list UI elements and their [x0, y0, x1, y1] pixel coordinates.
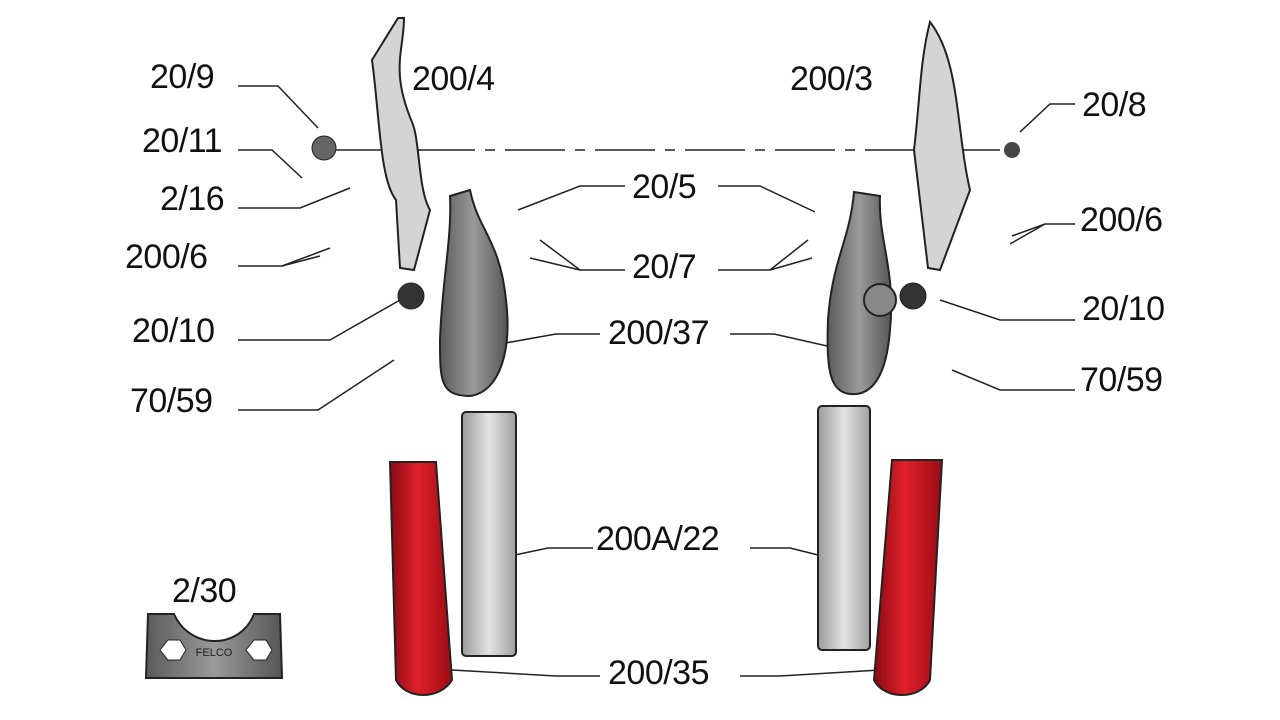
part-label-20-9: 20/9	[150, 58, 215, 96]
part-label-20-8: 20/8	[1082, 86, 1147, 124]
part-label-70-59-right: 70/59	[1080, 361, 1163, 399]
part-label-20-10-right: 20/10	[1082, 290, 1165, 328]
part-label-200a-22: 200A/22	[596, 520, 720, 558]
svg-text:FELCO: FELCO	[196, 647, 233, 659]
part-label-200-6-left: 200/6	[125, 238, 208, 276]
part-label-2-30: 2/30	[172, 572, 237, 610]
part-label-200-37: 200/37	[608, 314, 710, 352]
part-label-20-10-left: 20/10	[132, 312, 215, 350]
part-label-20-11: 20/11	[142, 122, 223, 160]
part-label-200-6-right: 200/6	[1080, 201, 1163, 239]
part-label-70-59-left: 70/59	[130, 382, 213, 420]
part-label-200-35: 200/35	[608, 654, 710, 692]
part-label-20-7: 20/7	[632, 248, 697, 286]
part-label-200-3: 200/3	[790, 60, 873, 98]
part-label-20-5: 20/5	[632, 168, 697, 206]
part-label-200-4: 200/4	[412, 60, 495, 98]
part-label-2-16: 2/16	[160, 180, 225, 218]
